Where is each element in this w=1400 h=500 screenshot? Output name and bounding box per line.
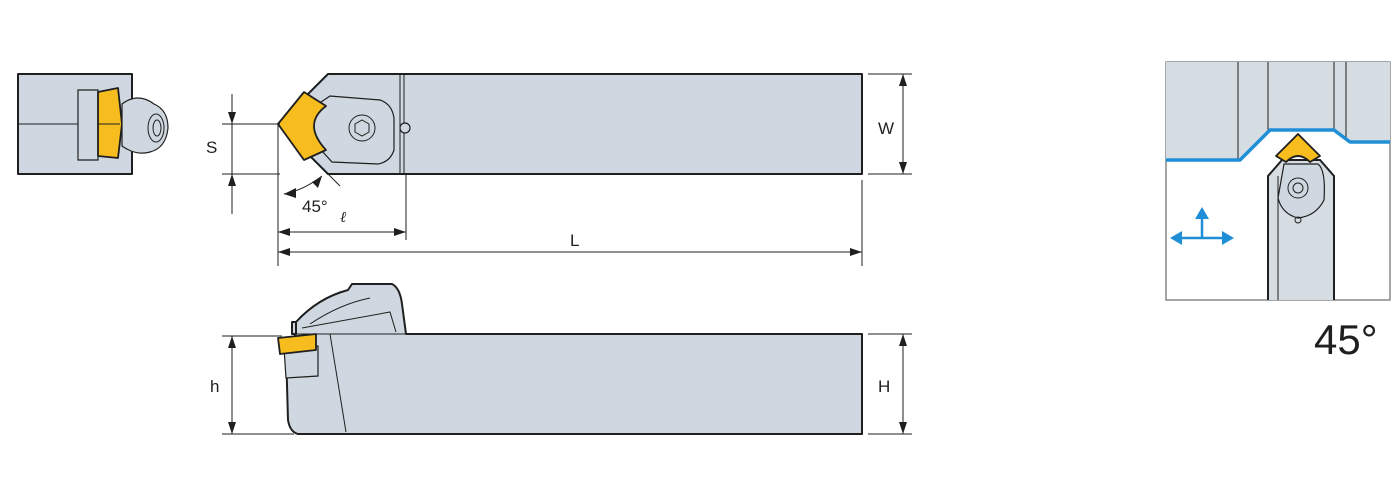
end-view-insert — [97, 87, 123, 159]
side-view-insert — [277, 333, 317, 355]
top-view-dimensions: S W 45° ℓ L — [206, 73, 912, 266]
dim-h-large-label: H — [878, 377, 890, 396]
icon-clamp — [1277, 163, 1325, 219]
dim-l-large-label: L — [570, 231, 579, 250]
end-view — [17, 73, 169, 175]
dim-s-label: S — [206, 138, 217, 157]
top-view-insert — [277, 91, 327, 161]
workpiece-edge — [1166, 128, 1390, 162]
top-view — [277, 73, 863, 175]
end-view-clamp-screw — [121, 97, 169, 154]
feed-left-arrow — [1170, 231, 1182, 245]
icon-insert — [1275, 133, 1321, 163]
application-icon — [1165, 61, 1391, 301]
feed-up-arrow — [1195, 207, 1209, 219]
top-view-clamp — [311, 95, 395, 165]
end-view-clamp-block — [77, 89, 99, 161]
application-angle-label: 45° — [1314, 316, 1378, 363]
side-view — [277, 283, 863, 435]
side-view-shank — [285, 283, 863, 435]
dim-h-small-label: h — [210, 377, 219, 396]
side-view-dimensions: h H — [210, 333, 912, 435]
dim-angle-label: 45° — [302, 197, 328, 216]
dim-l-small-label: ℓ — [340, 208, 346, 226]
feed-right-arrow — [1222, 231, 1234, 245]
dim-w-label: W — [878, 119, 894, 138]
